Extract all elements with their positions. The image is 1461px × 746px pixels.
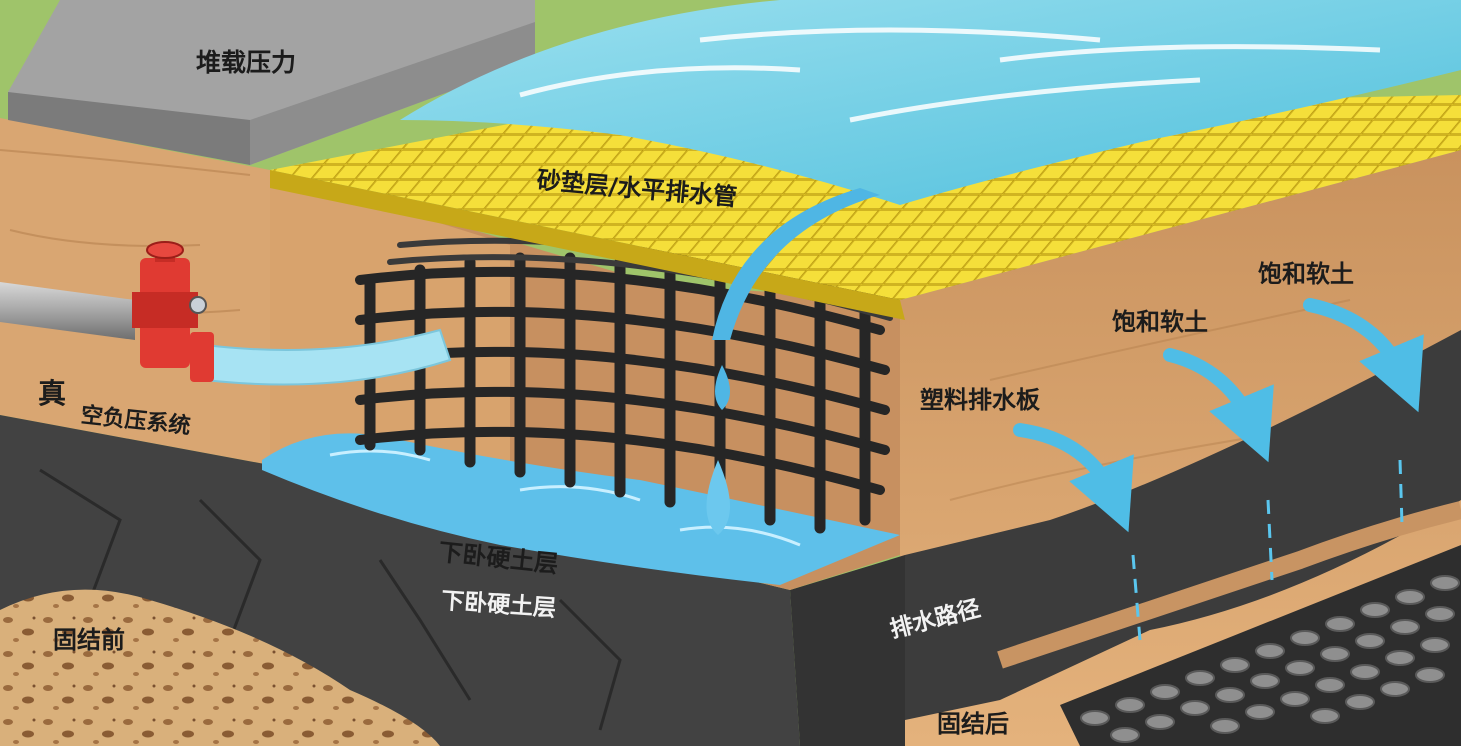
plastic-drain-label: 塑料排水板 [920,386,1040,414]
load-block [8,0,535,165]
suction-pipe [0,282,135,340]
sealing-membrane [400,0,1461,205]
water-drop-icon [715,365,730,410]
drain-board-grid [355,237,893,534]
water-stream [712,188,880,340]
pebble-mat-after [1060,545,1461,746]
soft-soil-label-2: 饱和软土 [1258,260,1354,288]
vacuum-pump-icon [132,241,214,382]
load-pressure-label: 堆载压力 [196,48,297,77]
after-consolidation-label: 固结后 [937,710,1009,738]
gravel-before [0,589,440,746]
hard-layer-right [905,330,1461,720]
vacuum-label-char: 真 [38,377,67,410]
water-drop-icon [706,460,730,535]
before-consolidation-label: 固结前 [53,626,125,654]
soft-soil-label-1: 饱和软土 [1112,308,1208,336]
water-pool [262,433,900,585]
water-flow-arrow-icon [1013,298,1424,533]
transparent-hose [204,328,452,386]
